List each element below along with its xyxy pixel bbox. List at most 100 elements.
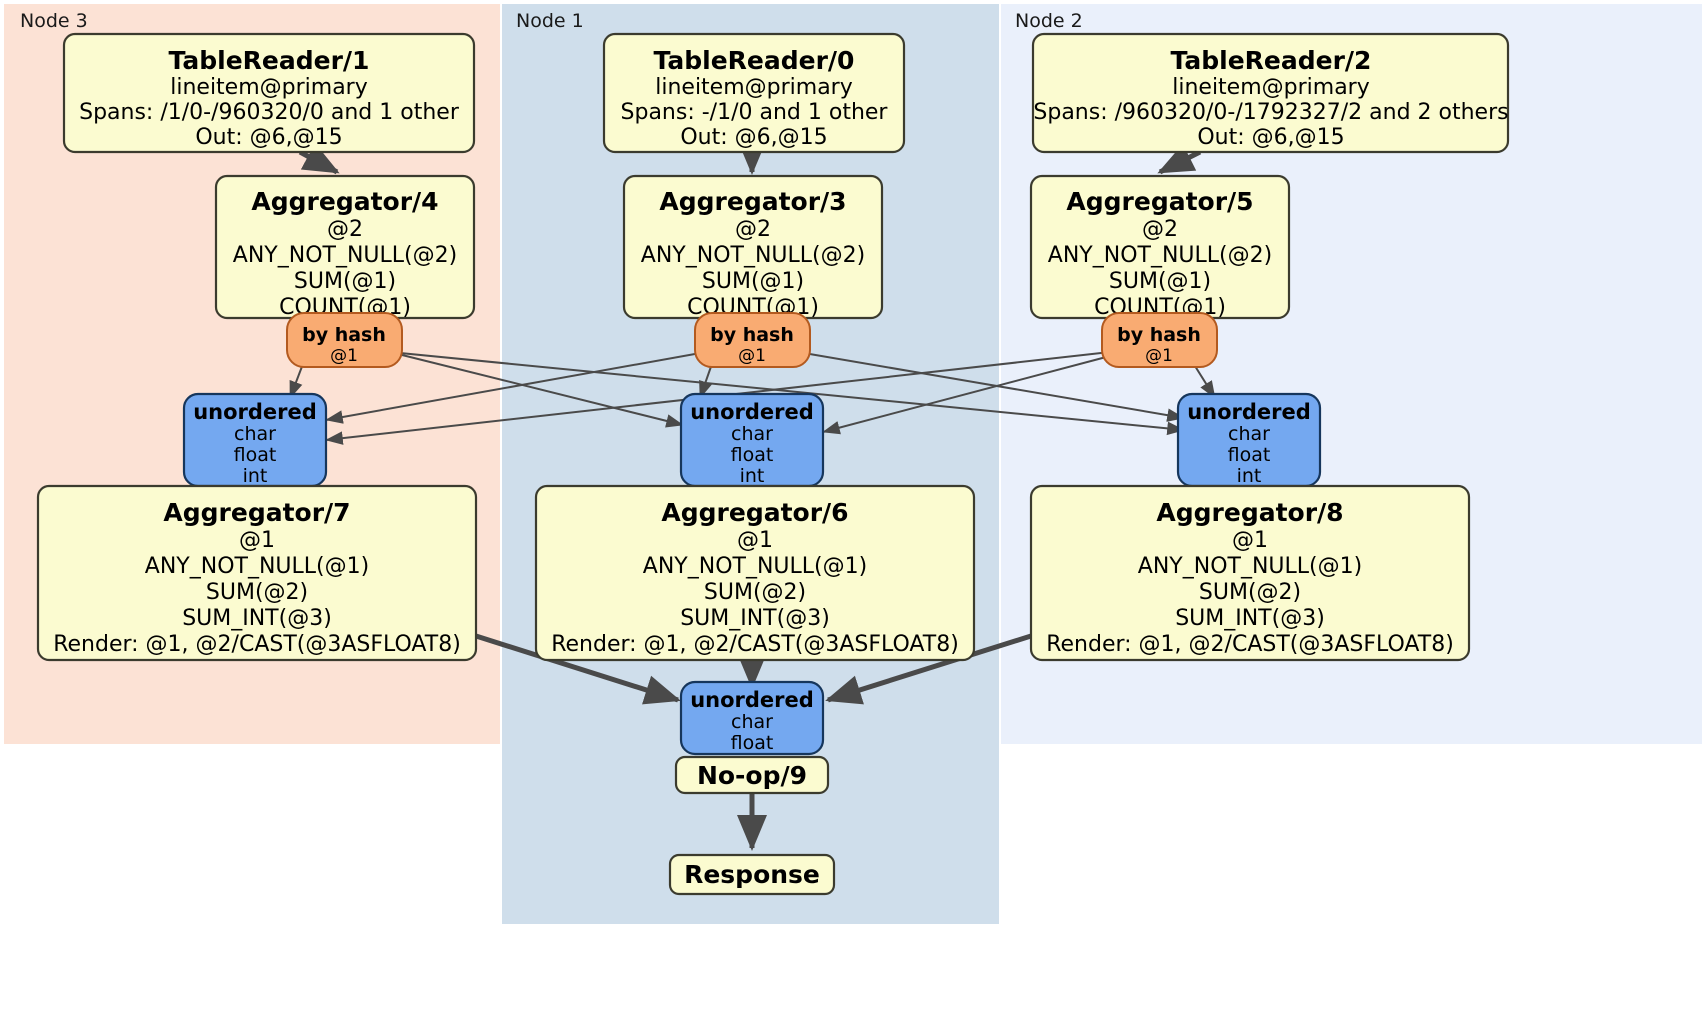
aggregator-7-title: Aggregator/7 [163, 498, 350, 527]
aggregator-7-line-2: SUM(@2) [206, 580, 308, 605]
panel-label-node-2: Node 2 [1015, 10, 1083, 32]
aggregator-4-line-1: ANY_NOT_NULL(@2) [233, 243, 457, 268]
aggregator-6-title: Aggregator/6 [661, 498, 848, 527]
output-by-hash-mid[interactable]: by hash @1 [694, 312, 811, 368]
no-op-9-box [674, 755, 830, 795]
unordered-final-line-0: char [731, 711, 773, 733]
router-unordered-right[interactable]: unordered char float int [1176, 392, 1322, 488]
unordered-mid-title: unordered [690, 400, 814, 424]
by-hash-right-title: by hash [1117, 324, 1201, 346]
router-unordered-mid[interactable]: unordered char float int [679, 392, 825, 488]
aggregator-8-line-2: SUM(@2) [1199, 580, 1301, 605]
aggregator-3-line-2: SUM(@1) [702, 269, 804, 294]
table-reader-0-line-0: lineitem@primary [655, 75, 853, 100]
aggregator-7-line-0: @1 [239, 528, 275, 553]
edge-tr1-agg4 [298, 143, 340, 175]
router-unordered-final[interactable]: unordered char float [679, 680, 825, 756]
aggregator-8-line-3: SUM_INT(@3) [1175, 606, 1325, 631]
panel-label-node-3: Node 3 [20, 10, 88, 32]
aggregator-6-line-4: Render: @1, @2/CAST(@3ASFLOAT8) [551, 632, 959, 657]
panel-label-node-1: Node 1 [516, 10, 584, 32]
aggregator-4-line-2: SUM(@1) [294, 269, 396, 294]
aggregator-3-line-0: @2 [735, 217, 771, 242]
processor-table-reader-1[interactable]: TableReader/1 lineitem@primary Spans: /1… [62, 32, 476, 154]
by-hash-left-line-0: @1 [330, 346, 358, 366]
table-reader-2-line-0: lineitem@primary [1172, 75, 1370, 100]
aggregator-6-box [534, 484, 976, 662]
aggregator-3-title: Aggregator/3 [659, 187, 846, 216]
unordered-left-line-0: char [234, 423, 276, 445]
aggregator-8-box [1029, 484, 1471, 662]
aggregator-5-title: Aggregator/5 [1066, 187, 1253, 216]
aggregator-7-line-3: SUM_INT(@3) [182, 606, 332, 631]
output-by-hash-right[interactable]: by hash @1 [1101, 312, 1218, 368]
unordered-mid-line-0: char [731, 423, 773, 445]
table-reader-2-line-2: Out: @6,@15 [1197, 125, 1344, 150]
table-reader-2-box [1031, 32, 1510, 154]
edge-hashleft-to-unordered-right [389, 351, 1185, 436]
aggregator-8-line-4: Render: @1, @2/CAST(@3ASFLOAT8) [1046, 632, 1454, 657]
aggregator-6-line-0: @1 [737, 528, 773, 553]
processor-table-reader-0[interactable]: TableReader/0 lineitem@primary Spans: -/… [602, 32, 906, 154]
table-reader-1-line-2: Out: @6,@15 [195, 125, 342, 150]
aggregator-4-title: Aggregator/4 [251, 187, 438, 216]
unordered-left-title: unordered [193, 400, 317, 424]
unordered-right-line-0: char [1228, 423, 1270, 445]
aggregator-5-line-1: ANY_NOT_NULL(@2) [1048, 243, 1272, 268]
aggregator-4-line-0: @2 [327, 217, 363, 242]
by-hash-right-line-0: @1 [1145, 346, 1173, 366]
output-by-hash-left[interactable]: by hash @1 [286, 312, 403, 368]
response-title: Response [684, 860, 820, 889]
unordered-final-box [679, 680, 825, 756]
processor-aggregator-6[interactable]: Aggregator/6 @1 ANY_NOT_NULL(@1) SUM(@2)… [534, 484, 976, 662]
table-reader-0-title: TableReader/0 [654, 46, 855, 75]
aggregator-8-title: Aggregator/8 [1156, 498, 1343, 527]
unordered-right-line-2: int [1237, 465, 1262, 487]
processor-no-op-9[interactable]: No-op/9 [674, 755, 830, 795]
table-reader-1-title: TableReader/1 [169, 46, 370, 75]
aggregator-5-line-0: @2 [1142, 217, 1178, 242]
processor-table-reader-2[interactable]: TableReader/2 lineitem@primary Spans: /9… [1031, 32, 1510, 154]
table-reader-1-box [62, 32, 476, 154]
by-hash-left-title: by hash [302, 324, 386, 346]
unordered-mid-line-1: float [731, 444, 774, 466]
table-reader-2-line-1: Spans: /960320/0-/1792327/2 and 2 others [1033, 100, 1508, 125]
table-reader-1-line-1: Spans: /1/0-/960320/0 and 1 other [79, 100, 460, 125]
aggregator-6-line-2: SUM(@2) [704, 580, 806, 605]
edge-hashmid-to-unordered-right [797, 351, 1185, 422]
by-hash-mid-line-0: @1 [738, 346, 766, 366]
table-reader-0-box [602, 32, 906, 154]
router-unordered-left[interactable]: unordered char float int [182, 392, 328, 488]
no-op-9-title: No-op/9 [697, 761, 807, 790]
unordered-right-title: unordered [1187, 400, 1311, 424]
unordered-left-line-1: float [234, 444, 277, 466]
edge-hashright-to-unordered-mid [822, 355, 1111, 435]
table-reader-0-line-2: Out: @6,@15 [680, 125, 827, 150]
processor-aggregator-3[interactable]: Aggregator/3 @2 ANY_NOT_NULL(@2) SUM(@1)… [622, 174, 884, 320]
response-box [668, 853, 836, 896]
unordered-mid-line-2: int [740, 465, 765, 487]
by-hash-left-pill [286, 312, 403, 368]
processor-aggregator-5[interactable]: Aggregator/5 @2 ANY_NOT_NULL(@2) SUM(@1)… [1029, 174, 1291, 320]
aggregator-7-box [36, 484, 478, 662]
table-reader-2-title: TableReader/2 [1171, 46, 1372, 75]
aggregator-6-line-3: SUM_INT(@3) [680, 606, 830, 631]
processor-aggregator-7[interactable]: Aggregator/7 @1 ANY_NOT_NULL(@1) SUM(@2)… [36, 484, 478, 662]
by-hash-right-pill [1101, 312, 1218, 368]
processor-response[interactable]: Response [668, 853, 836, 896]
by-hash-mid-pill [694, 312, 811, 368]
unordered-right-line-1: float [1228, 444, 1271, 466]
aggregator-8-line-1: ANY_NOT_NULL(@1) [1138, 554, 1362, 579]
edge-tr2-agg5 [1157, 143, 1202, 175]
processor-aggregator-4[interactable]: Aggregator/4 @2 ANY_NOT_NULL(@2) SUM(@1)… [214, 174, 476, 320]
edge-agg8-to-unordered-final [825, 633, 1032, 705]
processor-aggregator-8[interactable]: Aggregator/8 @1 ANY_NOT_NULL(@1) SUM(@2)… [1029, 484, 1471, 662]
unordered-final-line-1: float [731, 732, 774, 754]
edge-agg7-to-unordered-final [475, 633, 681, 705]
aggregator-5-line-2: SUM(@1) [1109, 269, 1211, 294]
aggregator-7-line-4: Render: @1, @2/CAST(@3ASFLOAT8) [53, 632, 461, 657]
aggregator-8-line-0: @1 [1232, 528, 1268, 553]
table-reader-1-line-0: lineitem@primary [170, 75, 368, 100]
